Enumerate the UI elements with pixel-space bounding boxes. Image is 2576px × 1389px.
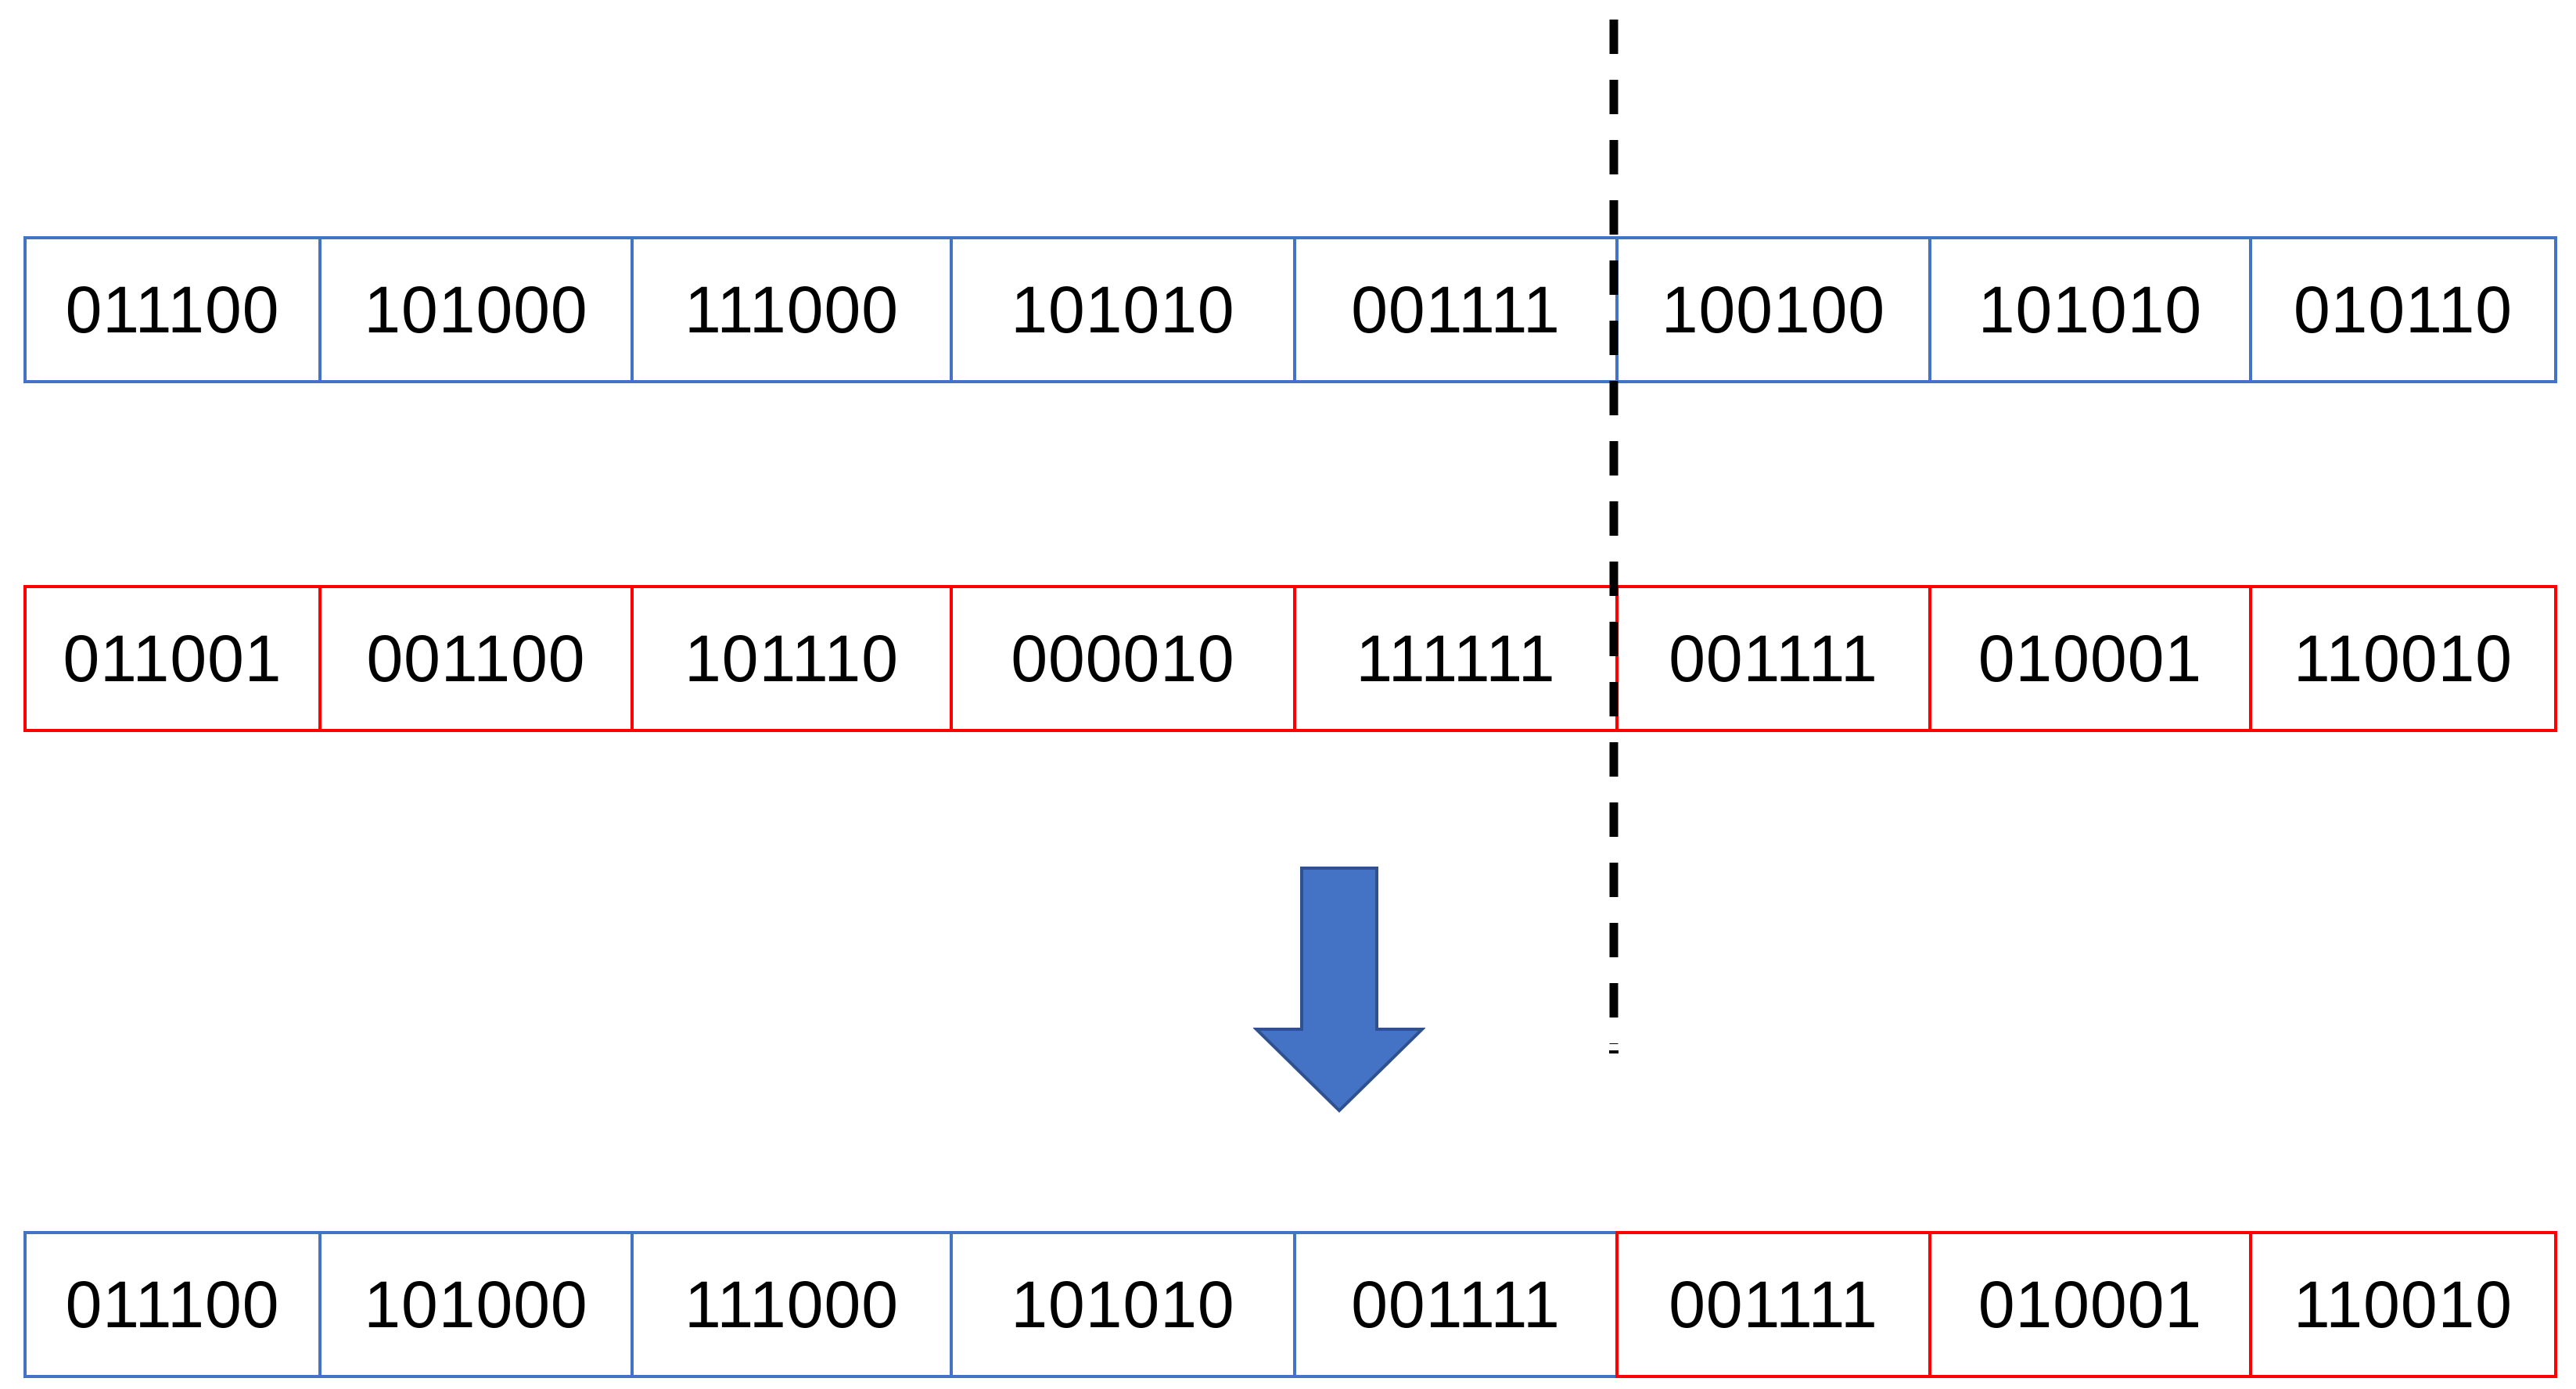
offspring-gene-5: 001111 (1293, 1231, 1619, 1378)
offspring-chromosome: 011100 101000 111000 101010 001111 00111… (23, 1231, 2557, 1378)
parent-2-gene-8: 110010 (2249, 585, 2557, 732)
offspring-gene-8: 110010 (2249, 1231, 2557, 1378)
offspring-gene-2: 101000 (318, 1231, 634, 1378)
parent-1-gene-6: 100100 (1615, 236, 1931, 383)
parent-2-gene-7: 010001 (1928, 585, 2252, 732)
parent-1-chromosome: 011100 101000 111000 101010 001111 10010… (23, 236, 2557, 383)
parent-1-gene-2: 101000 (318, 236, 634, 383)
offspring-gene-3: 111000 (631, 1231, 953, 1378)
parent-1-gene-7: 101010 (1928, 236, 2252, 383)
offspring-gene-6: 001111 (1615, 1231, 1931, 1378)
parent-1-gene-4: 101010 (950, 236, 1296, 383)
parent-1-gene-3: 111000 (631, 236, 953, 383)
parent-2-gene-4: 000010 (950, 585, 1296, 732)
parent-2-gene-2: 001100 (318, 585, 634, 732)
parent-1-gene-5: 001111 (1293, 236, 1619, 383)
parent-1-gene-1: 011100 (23, 236, 322, 383)
offspring-gene-7: 010001 (1928, 1231, 2252, 1378)
offspring-gene-4: 101010 (950, 1231, 1296, 1378)
parent-2-gene-5: 111111 (1293, 585, 1619, 732)
down-arrow-icon (1253, 867, 1425, 1113)
parent-2-gene-1: 011001 (23, 585, 322, 732)
parent-1-gene-8: 010110 (2249, 236, 2557, 383)
parent-2-chromosome: 011001 001100 101110 000010 111111 00111… (23, 585, 2557, 732)
parent-2-gene-6: 001111 (1615, 585, 1931, 732)
offspring-gene-1: 011100 (23, 1231, 322, 1378)
